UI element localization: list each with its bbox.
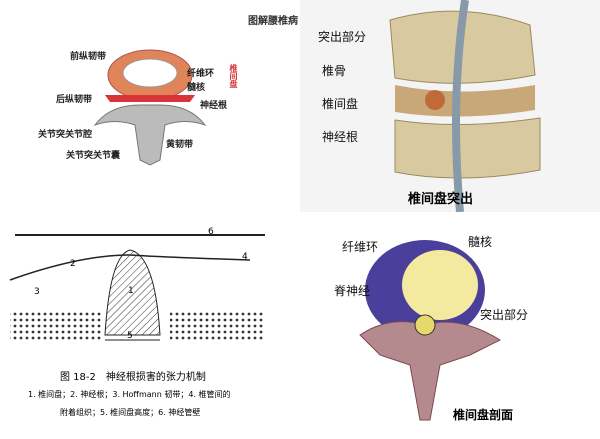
label-annulus: 纤维环 bbox=[187, 69, 215, 79]
label-anterior-ligament: 前纵韧带 bbox=[70, 52, 107, 62]
diagram-title: 图解腰椎病 bbox=[248, 16, 298, 27]
tension-mechanism-diagram bbox=[9, 234, 265, 341]
caption-line-1: 1. 椎间盘；2. 神经根；3. Hoffmann 韧带；4. 椎管间的 bbox=[28, 390, 231, 399]
caption-disc-section: 椎间盘剖面 bbox=[453, 408, 514, 422]
label-facet-capsule: 关节突关节囊 bbox=[66, 151, 121, 161]
marker-1: 1 bbox=[128, 286, 134, 296]
disc-section-illustration bbox=[359, 240, 502, 421]
label-nucleus: 髓核 bbox=[187, 83, 206, 93]
caption-herniation: 椎间盘突出 bbox=[408, 192, 474, 207]
marker-5: 5 bbox=[127, 331, 133, 341]
marker-3: 3 bbox=[34, 287, 40, 297]
label-nucleus: 髓核 bbox=[468, 235, 493, 249]
spine-herniation-illustration bbox=[300, 0, 600, 212]
label-nerve-root: 神经根 bbox=[200, 101, 228, 111]
vertebra-cross-section-illustration bbox=[93, 49, 207, 166]
label-nerve-root: 神经根 bbox=[322, 130, 359, 144]
caption-line-2: 附着组织；5. 椎间盘高度；6. 神经管壁 bbox=[60, 408, 201, 417]
label-vertebra: 椎骨 bbox=[322, 64, 347, 78]
label-spinal-nerve: 脊神经 bbox=[334, 284, 371, 298]
label-ligamentum-flavum: 黄韧带 bbox=[166, 140, 194, 150]
marker-6: 6 bbox=[208, 227, 214, 237]
label-disc: 椎间盘 bbox=[229, 64, 238, 88]
label-annulus: 纤维环 bbox=[342, 240, 379, 254]
label-protrusion: 突出部分 bbox=[480, 308, 529, 322]
marker-2: 2 bbox=[70, 259, 76, 269]
label-disc: 椎间盘 bbox=[322, 97, 359, 111]
label-posterior-ligament: 后纵韧带 bbox=[56, 95, 93, 105]
marker-4: 4 bbox=[242, 252, 248, 262]
caption-title: 图 18-2 神经根损害的张力机制 bbox=[60, 372, 206, 383]
label-facet-cavity: 关节突关节腔 bbox=[38, 130, 93, 140]
label-protrusion: 突出部分 bbox=[318, 30, 367, 44]
